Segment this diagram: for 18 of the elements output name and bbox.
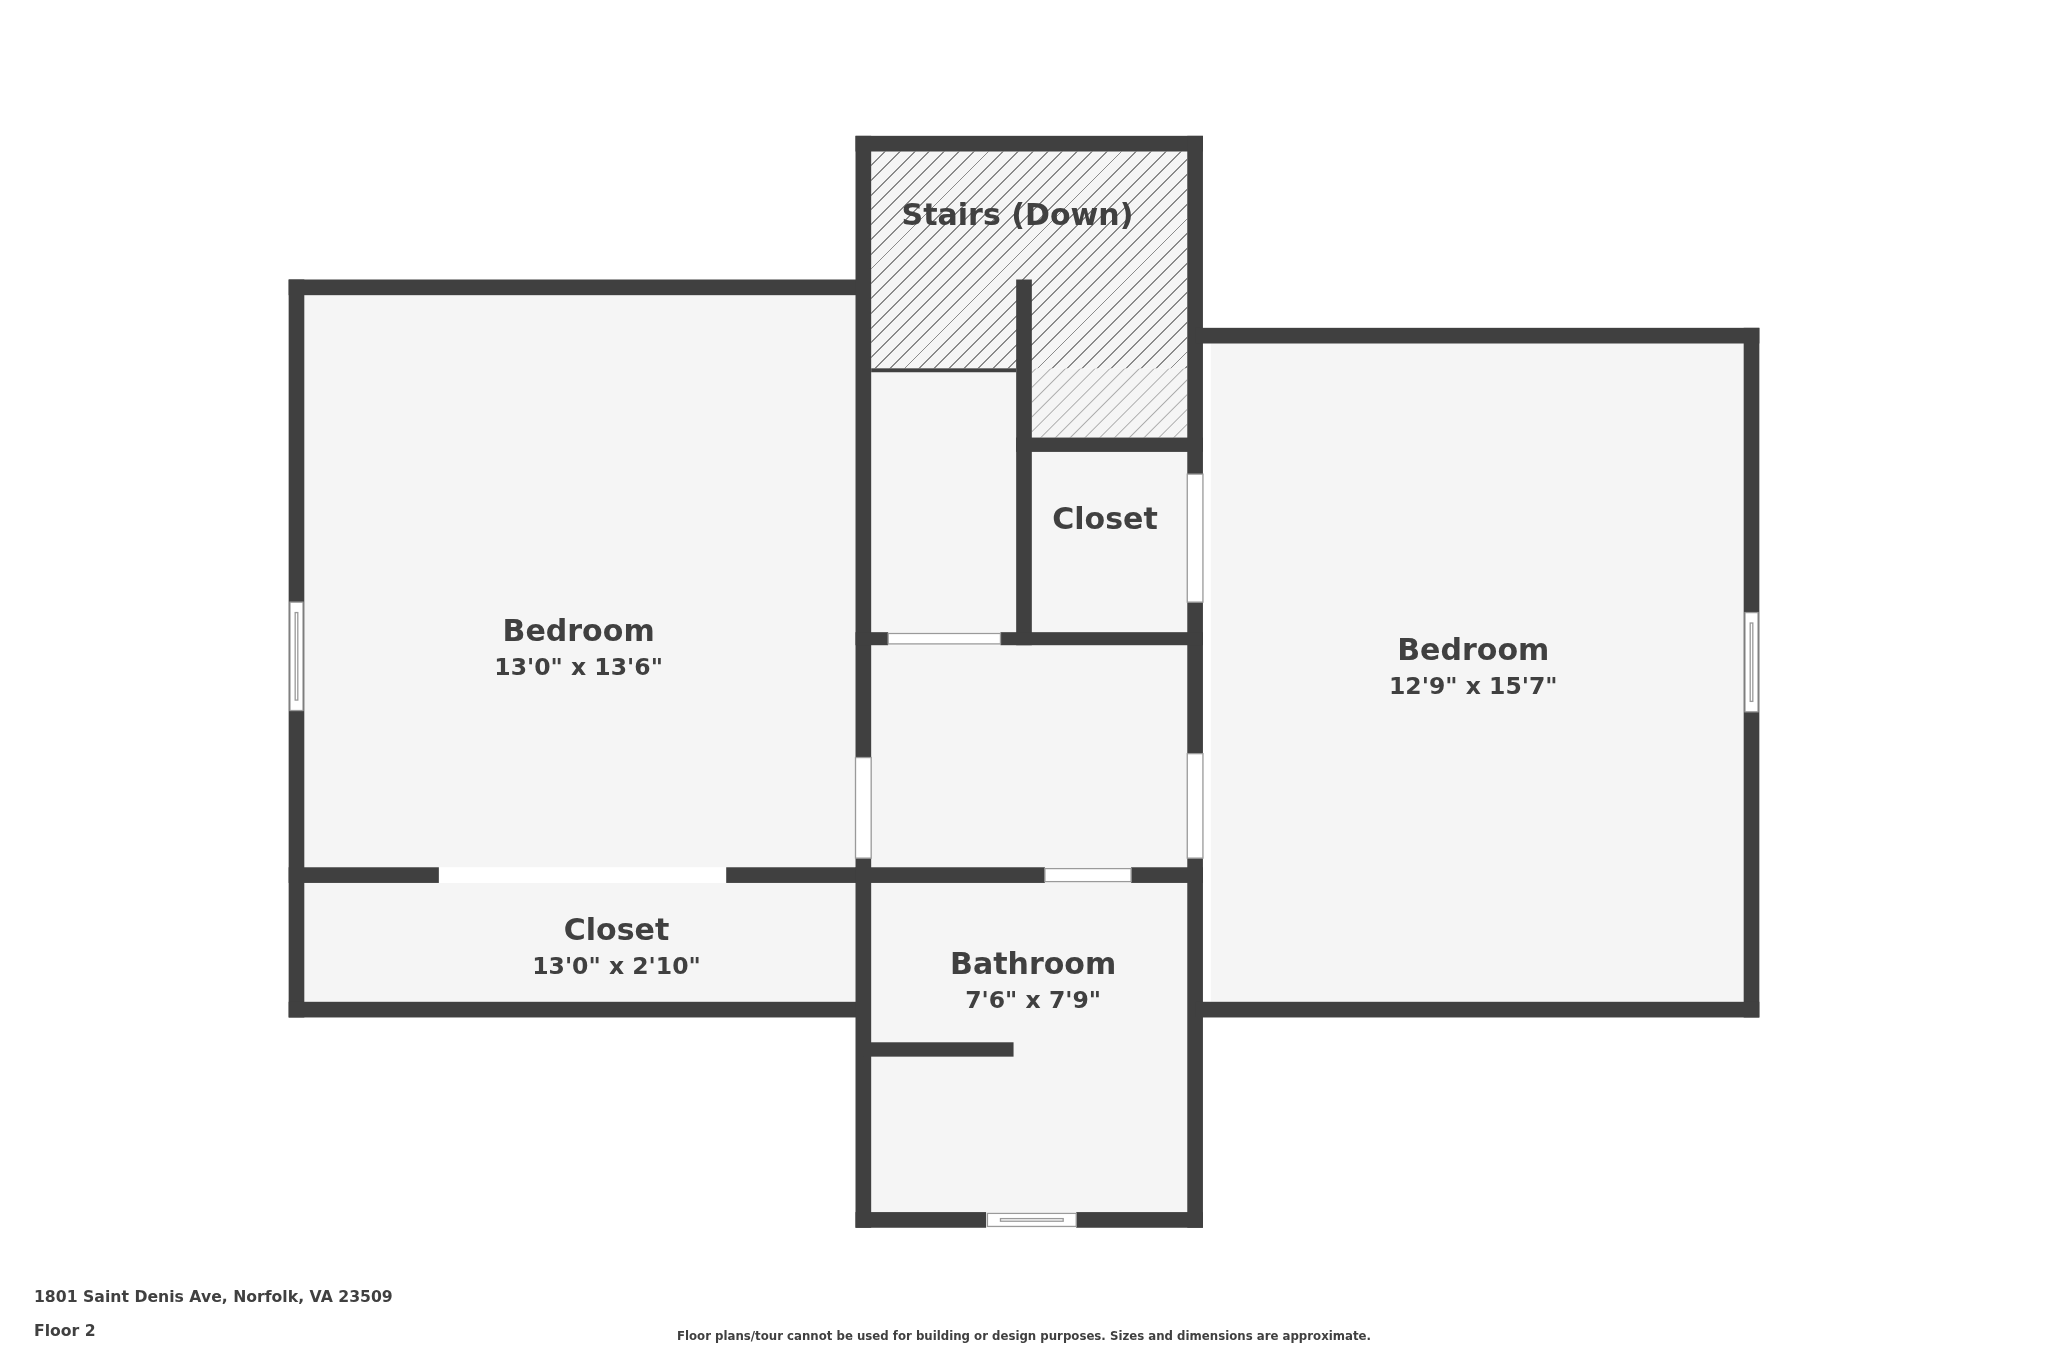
disclaimer-note: Floor plans/tour cannot be used for building or design purposes. Sizes and dimensions are approximate.	[677, 1329, 1371, 1343]
room-dimensions: 12'9" x 15'7"	[1389, 671, 1558, 699]
room-dimensions: 13'0" x 13'6"	[494, 653, 663, 681]
room-dimensions: 13'0" x 2'10"	[532, 952, 701, 980]
room-area	[304, 295, 856, 868]
floor-label: Floor 2	[33, 1321, 96, 1341]
room-area	[871, 882, 1188, 1213]
room-name: Closet	[1052, 501, 1158, 536]
room-dimensions: 7'6" x 7'9"	[965, 986, 1102, 1014]
room-name: Bedroom	[1397, 632, 1550, 667]
room-area	[1210, 343, 1744, 1002]
address-label: 1801 Saint Denis Ave, Norfolk, VA 23509	[33, 1287, 393, 1307]
room-name: Bathroom	[950, 946, 1117, 981]
room-area	[304, 882, 856, 1002]
room-area	[1031, 451, 1188, 633]
room-name: Bedroom	[502, 613, 655, 648]
stairs-area	[871, 151, 1188, 369]
room-name: Closet	[563, 913, 670, 947]
